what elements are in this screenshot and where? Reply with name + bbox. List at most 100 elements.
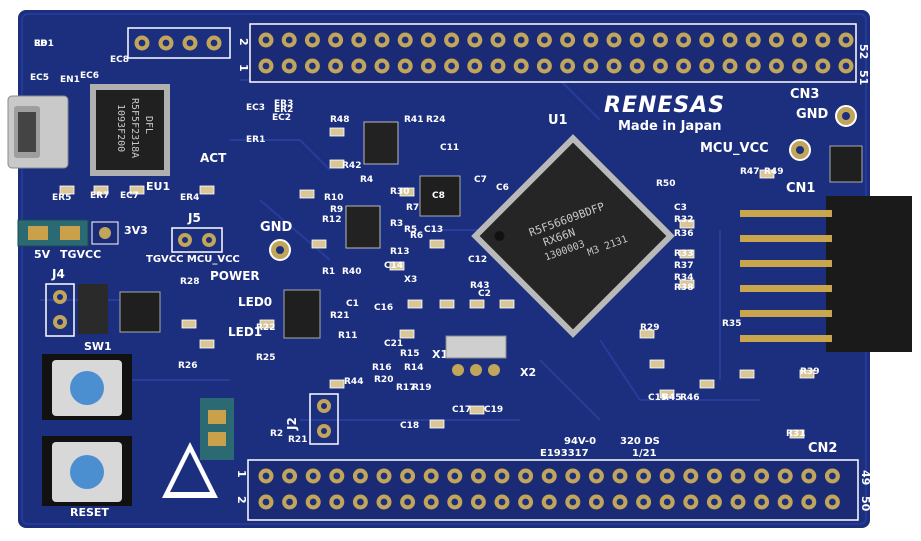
smd-component (199, 185, 215, 195)
refdes-label: R19 (412, 383, 431, 393)
refdes-label: ED1 (34, 39, 54, 49)
cn3-label: CN3 (790, 87, 819, 102)
smd-component (329, 159, 345, 169)
refdes-label: ER5 (52, 193, 71, 203)
refdes-label: C6 (496, 183, 509, 193)
refdes-label: R5 (404, 225, 417, 235)
refdes-label: R21 (288, 435, 307, 445)
refdes-label: R10 (324, 193, 343, 203)
smd-component (469, 405, 485, 415)
cn1-pin (740, 260, 832, 267)
refdes-label: C7 (474, 175, 487, 185)
cn3-pin-label-c: 2 (237, 38, 250, 46)
cn1-pin (740, 210, 832, 217)
date-code: 320 DS (620, 436, 660, 447)
refdes-label: EC7 (120, 191, 139, 201)
renesas-logo: RENESAS Made in Japan (604, 93, 725, 134)
smd-component (329, 379, 345, 389)
made-in-japan: Made in Japan (618, 119, 722, 134)
cn1-right-angle-header (740, 196, 912, 352)
x2-label: X2 (520, 366, 536, 379)
refdes-label: R38 (674, 283, 693, 293)
refdes-label: C21 (384, 339, 403, 349)
smd-component (399, 329, 415, 339)
cert-number: E193317 (540, 448, 589, 459)
refdes-label: R15 (400, 349, 419, 359)
refdes-label: R47 (740, 167, 759, 177)
refdes-label: R44 (344, 377, 363, 387)
cn1-pin (740, 335, 832, 342)
renesas-brand: RENESAS (604, 93, 725, 118)
refdes-label: R24 (426, 115, 445, 125)
refdes-label: R22 (256, 323, 275, 333)
smd-component (429, 419, 445, 429)
power-components (78, 121, 863, 339)
smd-component (679, 249, 695, 259)
power-label: POWER (210, 269, 260, 283)
tgvcc-mcu-label: TGVCC MCU_VCC (146, 254, 240, 265)
j5-label: J5 (187, 211, 201, 225)
refdes-label: EC6 (80, 71, 99, 81)
main-mcu-chip (471, 134, 675, 338)
j2-header (309, 393, 339, 445)
u1-label: U1 (548, 113, 568, 128)
smd-component (259, 319, 275, 329)
svg-text:DFL: DFL (143, 116, 154, 134)
smd-component (739, 369, 755, 379)
refdes-label: R26 (178, 361, 197, 371)
refdes-label: R33 (674, 249, 693, 259)
refdes-label: R2 (270, 429, 283, 439)
cn2-label: CN2 (808, 441, 837, 456)
refdes-label: R21 (330, 311, 349, 321)
refdes-label: R11 (338, 331, 357, 341)
refdes-label: R3 (390, 219, 403, 229)
cn1-pin (740, 310, 832, 317)
crystal-x1 (445, 335, 507, 376)
refdes-label: R8 (34, 39, 47, 49)
date-code-2: 1/21 (632, 448, 657, 459)
smd-component (389, 261, 405, 271)
smd-component (499, 299, 515, 309)
smd-component (679, 279, 695, 289)
refdes-label: R37 (674, 261, 693, 271)
smd-component (799, 369, 815, 379)
tgvcc-label: TGVCC (60, 248, 101, 261)
refdes-label: R14 (404, 363, 423, 373)
refdes-label: R6 (410, 231, 423, 241)
refdes-label: X3 (404, 275, 417, 285)
smd-component (439, 299, 455, 309)
sw1-label: SW1 (84, 340, 112, 353)
refdes-label: R35 (722, 319, 741, 329)
refdes-label: R41 (404, 115, 423, 125)
j5-header (171, 227, 223, 253)
smd-component (407, 299, 423, 309)
3v3-pad (91, 221, 119, 245)
passive-components (59, 127, 815, 439)
gnd-top-label: GND (796, 107, 829, 122)
refdes-label: C17 (452, 405, 471, 415)
smd-component (181, 319, 197, 329)
refdes-label: ER1 (246, 135, 265, 145)
cn3-header (249, 23, 857, 83)
cn3-pin-label-d: 1 (237, 64, 250, 72)
smd-component (659, 389, 675, 399)
mcu-vcc-label: MCU_VCC (700, 141, 769, 156)
refdes-label: R31 (786, 429, 805, 439)
refdes-label: R46 (680, 393, 699, 403)
cn1-label: CN1 (786, 181, 815, 196)
usb-connector (7, 95, 69, 169)
smd-component (699, 379, 715, 389)
smd-component (429, 239, 445, 249)
refdes-label: R13 (390, 247, 409, 257)
esd-warning-icon (162, 442, 218, 498)
refdes-label: R34 (674, 273, 693, 283)
refdes-label: R40 (342, 267, 361, 277)
cn1-pin (740, 285, 832, 292)
refdes-label: C16 (374, 303, 393, 313)
led0-label: LED0 (238, 295, 272, 309)
refdes-label: EC2 (272, 113, 291, 123)
cn2-pin-label-d: 2 (235, 496, 248, 504)
smd-component (789, 429, 805, 439)
top-left-header (127, 27, 231, 59)
